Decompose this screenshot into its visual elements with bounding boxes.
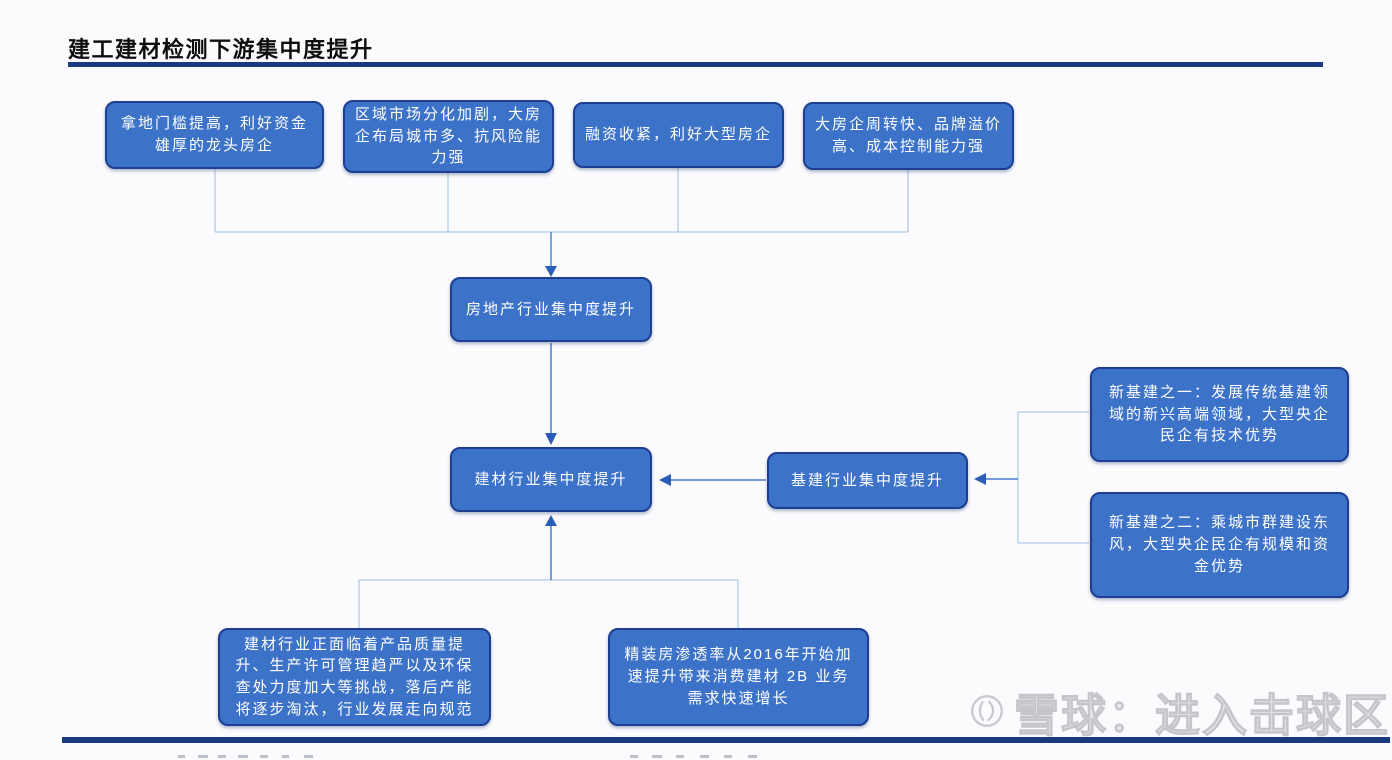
node-land-threshold: 拿地门槛提高，利好资金雄厚的龙头房企	[105, 101, 324, 169]
connector-right-bracket	[1017, 411, 1089, 544]
footnote-partial-text	[0, 755, 1392, 760]
node-text: 建材行业正面临着产品质量提升、生产许可管理趋严以及环保查处力度加大等挑战，落后产…	[235, 635, 474, 718]
page-title: 建工建材检测下游集中度提升	[68, 37, 374, 62]
node-text: 精装房渗透率从2016年开始加速提升带来消费建材 2B 业务需求快速增长	[624, 646, 853, 707]
node-text: 新基建之一：发展传统基建领域的新兴高端领域，大型央企民企有技术优势	[1108, 383, 1330, 445]
node-building-materials-concentration: 建材行业集中度提升	[450, 447, 652, 512]
node-materials-industry-challenges: 建材行业正面临着产品质量提升、生产许可管理趋严以及环保查处力度加大等挑战，落后产…	[218, 628, 491, 726]
watermark-text: 雪球：进入击球区	[1013, 689, 1390, 741]
connector-arrow-to-real-estate	[545, 232, 557, 277]
title-underline	[68, 62, 1323, 67]
watermark: 雪球：进入击球区	[970, 684, 1390, 741]
node-text: 拿地门槛提高，利好资金雄厚的龙头房企	[120, 115, 308, 154]
node-text: 大房企周转快、品牌溢价高、成本控制能力强	[815, 116, 1003, 155]
node-text: 新基建之二：乘城市群建设东风，大型央企民企有规模和资金优势	[1108, 514, 1330, 575]
connector-arrow-bottom-to-bm	[545, 515, 557, 580]
node-text: 基建行业集中度提升	[790, 471, 944, 489]
node-real-estate-concentration: 房地产行业集中度提升	[450, 277, 652, 342]
connector-arrow-re-to-bm	[545, 343, 557, 445]
footer-rule	[62, 737, 1390, 743]
node-new-infra-2: 新基建之二：乘城市群建设东风，大型央企民企有规模和资金优势	[1090, 492, 1349, 598]
connector-arrow-bracket-to-infra	[974, 473, 1018, 485]
node-infrastructure-concentration: 基建行业集中度提升	[767, 452, 968, 509]
node-new-infra-1: 新基建之一：发展传统基建领域的新兴高端领域，大型央企民企有技术优势	[1090, 367, 1349, 462]
node-turnover-brand: 大房企周转快、品牌溢价高、成本控制能力强	[803, 102, 1014, 170]
node-regional-market: 区域市场分化加剧，大房企布局城市多、抗风险能力强	[343, 100, 554, 173]
node-text: 房地产行业集中度提升	[465, 300, 636, 318]
node-text: 建材行业集中度提升	[474, 470, 628, 488]
node-text: 区域市场分化加剧，大房企布局城市多、抗风险能力强	[355, 105, 543, 167]
connector-bottom-tree	[358, 579, 739, 628]
node-financing-tightening: 融资收紧，利好大型房企	[573, 102, 784, 168]
node-furnished-housing-penetration: 精装房渗透率从2016年开始加速提升带来消费建材 2B 业务需求快速增长	[608, 628, 869, 726]
xueqiu-logo-icon	[971, 695, 1003, 727]
connector-arrow-infra-to-bm	[659, 474, 766, 486]
connector-top-tree	[214, 168, 909, 233]
node-text: 融资收紧，利好大型房企	[585, 126, 773, 144]
